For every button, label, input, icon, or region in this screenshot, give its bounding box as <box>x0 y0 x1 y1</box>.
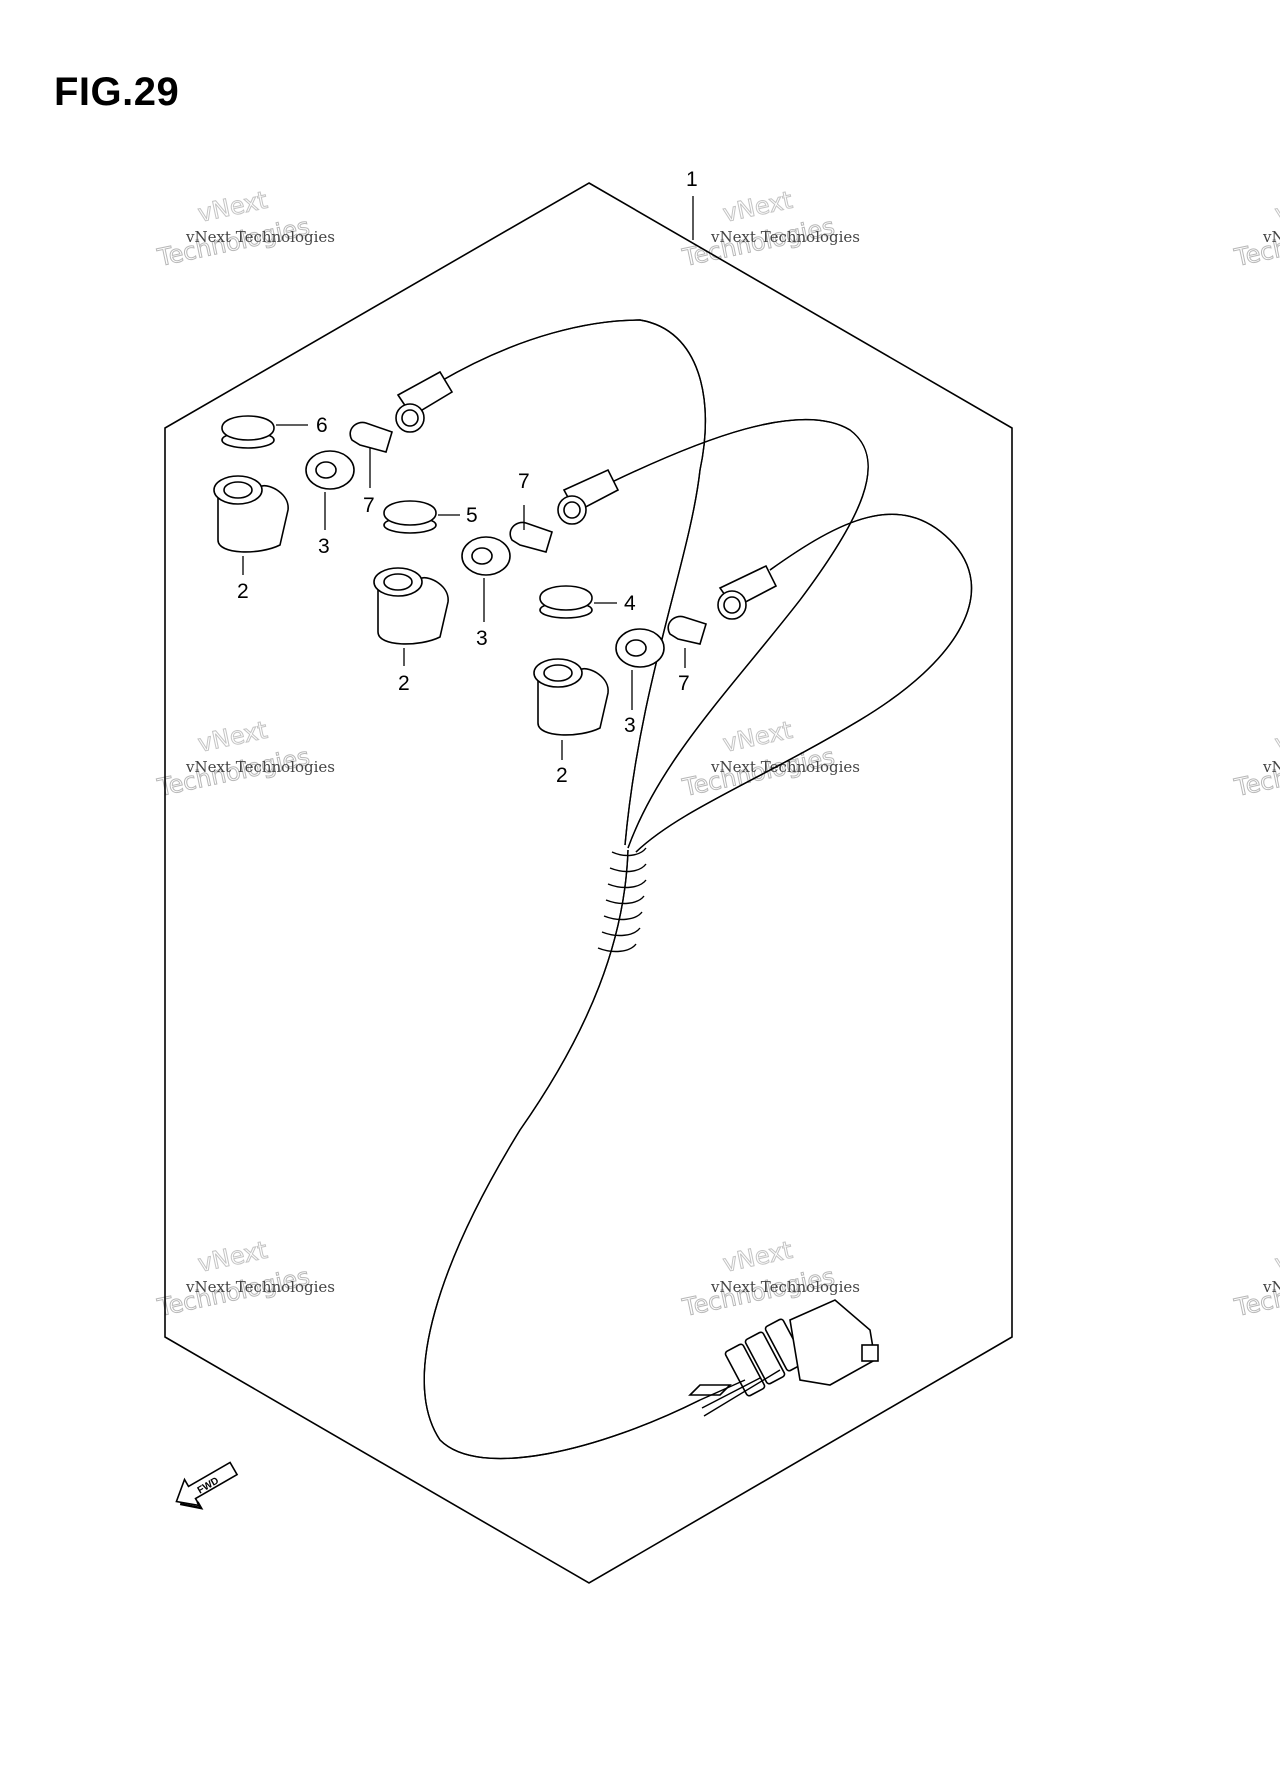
fwd-arrow-icon: FWD <box>175 1461 239 1510</box>
watermark-top-word: vNext <box>1272 716 1280 758</box>
grommet-left <box>305 450 355 490</box>
lens-cap-6 <box>221 415 275 449</box>
leader-lines <box>242 196 694 760</box>
watermark-small-line: vNext Technologies <box>1262 228 1280 246</box>
bulb-lower <box>667 615 707 645</box>
socket-connector-mid <box>557 468 620 525</box>
bulb-upper <box>349 421 393 453</box>
callout-4: 4 <box>624 592 636 615</box>
socket-connector-top <box>395 370 454 433</box>
callout-7-lower: 7 <box>678 672 690 695</box>
holder-left <box>213 475 289 553</box>
lens-cap-4 <box>539 585 593 619</box>
callout-1: 1 <box>686 168 698 191</box>
holder-middle <box>373 567 449 645</box>
callout-7-middle: 7 <box>518 470 530 493</box>
socket-connector-low <box>717 564 778 620</box>
watermark-small-line: vNext Technologies <box>710 228 860 246</box>
assembly-boundary <box>164 182 1013 1584</box>
callout-3-right: 3 <box>624 714 636 737</box>
callout-2-middle: 2 <box>398 672 410 695</box>
callout-6: 6 <box>316 414 328 437</box>
callout-2-left: 2 <box>237 580 249 603</box>
bulb-middle <box>509 521 553 553</box>
lens-cap-5 <box>383 500 437 534</box>
watermark-small-line: vNext Technologies <box>710 758 860 776</box>
callout-7-upper: 7 <box>363 494 375 517</box>
grommet-right <box>615 628 665 668</box>
callout-3-middle: 3 <box>476 627 488 650</box>
callout-3-left: 3 <box>318 535 330 558</box>
grommet-middle <box>461 536 511 576</box>
callout-2-right: 2 <box>556 764 568 787</box>
holder-right <box>533 658 609 736</box>
watermark-small-line: vNext Technologies <box>185 228 335 246</box>
watermark-small-line: vNext Technologies <box>1262 758 1280 776</box>
figure-title: FIG.29 <box>54 70 180 114</box>
harness-end-connector <box>688 1299 879 1417</box>
spiral-wrap <box>597 847 647 953</box>
callout-5: 5 <box>466 504 478 527</box>
watermark-top-word: vNext <box>1272 186 1280 228</box>
watermark-top-word: vNext <box>1272 1236 1280 1278</box>
watermark-small-line: vNext Technologies <box>185 758 335 776</box>
watermark-small-line: vNext Technologies <box>1262 1278 1280 1296</box>
wire-harness <box>417 319 973 1460</box>
callout-labels: 1 6 7 3 2 5 7 3 2 4 7 3 2 <box>237 168 698 787</box>
watermark-small-line: vNext Technologies <box>710 1278 860 1296</box>
watermark-small-line: vNext Technologies <box>185 1278 335 1296</box>
fwd-label: FWD <box>196 1476 221 1497</box>
